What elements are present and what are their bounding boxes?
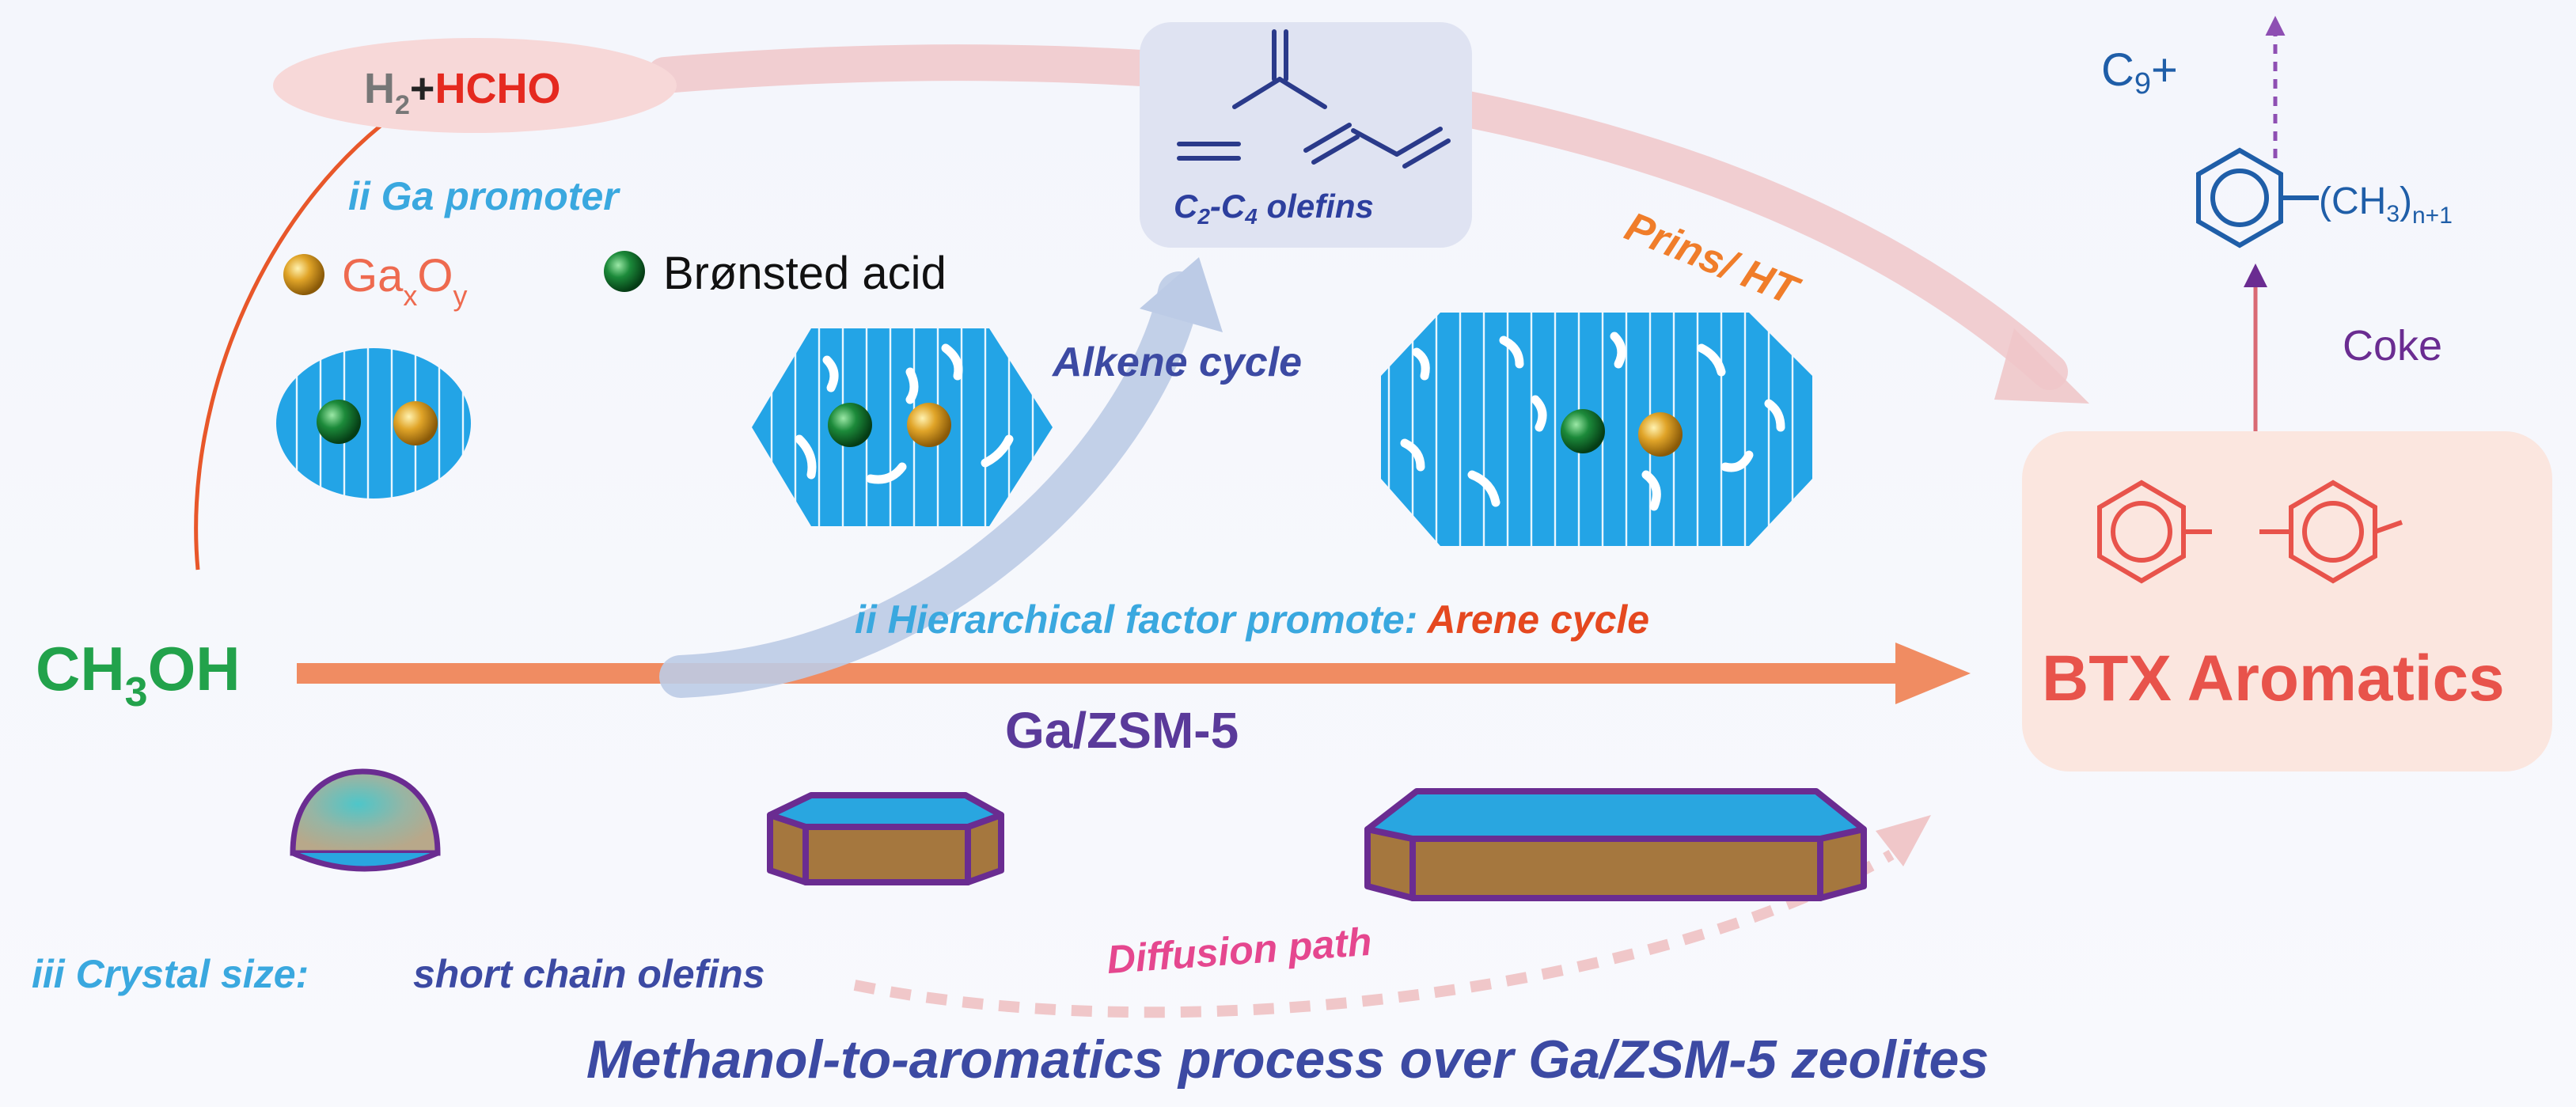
gaxoy-legend-icon <box>283 254 324 295</box>
ch3-substituent-label: (CH3)n+1 <box>2319 180 2453 229</box>
footer-title: Methanol-to-aromatics process over Ga/ZS… <box>586 1029 1989 1090</box>
ga-promoter-arrow <box>194 98 419 571</box>
h2-hcho-label: H2+HCHO <box>364 65 560 120</box>
ch3oh-label: CH3OH <box>36 634 241 715</box>
gaxoy-site-3 <box>1638 412 1683 457</box>
crystal-shape-hex-prism <box>767 792 1004 885</box>
main-arrow-head <box>1895 643 1971 704</box>
main-arrow-body <box>297 663 1903 684</box>
olefins-label: C2-C4 olefins <box>1174 188 1374 229</box>
bronsted-legend-label: Brønsted acid <box>663 248 947 299</box>
crystal-shape-long-prism <box>1364 788 1867 901</box>
bronsted-legend-icon <box>604 251 645 292</box>
gaxoy-site-2 <box>907 403 951 447</box>
btx-box <box>2022 431 2552 771</box>
gaxoy-site-1 <box>393 401 438 445</box>
diffusion-arrow-head <box>1876 815 1931 866</box>
alkene-arrow-head <box>1140 257 1223 332</box>
ga-promoter-label: ii Ga promoter <box>348 174 620 218</box>
alkene-cycle-label: Alkene cycle <box>1051 339 1302 385</box>
h2-hcho-bubble <box>273 38 677 133</box>
alkene-arrow-body <box>659 271 1201 698</box>
crystal-size-label: iii Crystal size: <box>32 952 309 996</box>
gaxoy-legend-label: GaxOy <box>342 250 468 312</box>
olefins-box <box>1140 22 1472 248</box>
methylbenzene-icon <box>2196 147 2319 248</box>
bronsted-site-3 <box>1561 409 1605 453</box>
btx-label: BTX Aromatics <box>2042 643 2505 715</box>
coke-label: Coke <box>2343 322 2442 370</box>
ga-zsm5-label: Ga/ZSM-5 <box>1005 702 1239 759</box>
btx-rings-icon <box>2097 480 2403 584</box>
crystal-small <box>276 348 471 499</box>
bronsted-site-1 <box>317 400 361 444</box>
c9-label: C9+ <box>2101 44 2178 100</box>
hierarchical-label: ii Hierarchical factor promote: Arene cy… <box>855 597 1649 642</box>
crystal-shape-dome <box>290 768 441 872</box>
crystal-large <box>1381 313 1812 546</box>
olefin-structures-icon <box>1177 29 1451 169</box>
short-chain-label: short chain olefins <box>413 952 765 996</box>
prins-arrow-head <box>1994 328 2089 404</box>
bronsted-site-2 <box>828 403 872 447</box>
diffusion-arrow-body <box>853 849 1895 1018</box>
crystal-medium <box>752 328 1053 526</box>
